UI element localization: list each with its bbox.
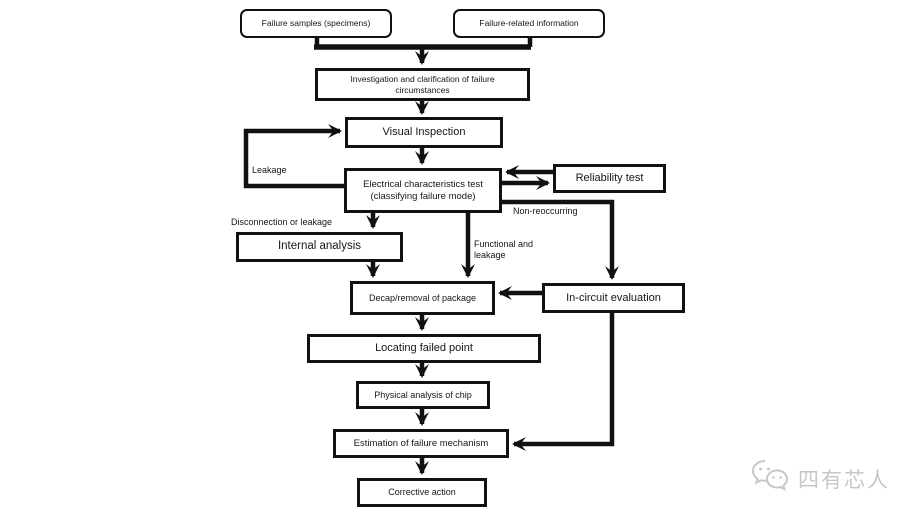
node-failure-samples-label: Failure samples (specimens) bbox=[261, 18, 371, 29]
node-estimation-label: Estimation of failure mechanism bbox=[353, 437, 489, 449]
node-internal-analysis: Internal analysis bbox=[236, 232, 403, 262]
node-investigation-line2: circumstances bbox=[395, 84, 450, 95]
node-reliability-test: Reliability test bbox=[553, 164, 666, 193]
edge-label-functional-and-leakage: Functional and leakage bbox=[474, 239, 554, 261]
edge-label-functional-line2: leakage bbox=[474, 249, 506, 260]
node-corrective-action: Corrective action bbox=[357, 478, 487, 507]
node-visual-inspection: Visual Inspection bbox=[345, 117, 503, 148]
wechat-icon bbox=[750, 459, 791, 499]
node-in-circuit-evaluation-label: In-circuit evaluation bbox=[566, 291, 661, 304]
node-physical-analysis-label: Physical analysis of chip bbox=[374, 389, 472, 400]
edge-label-non-reoccurring: Non-reoccurring bbox=[513, 206, 578, 216]
node-failure-related-information: Failure-related information bbox=[453, 9, 605, 38]
node-locating-failed-point-label: Locating failed point bbox=[375, 342, 473, 355]
node-in-circuit-evaluation: In-circuit evaluation bbox=[542, 283, 685, 313]
node-investigation-line1: Investigation and clarification of failu… bbox=[350, 74, 495, 85]
node-failure-related-information-label: Failure-related information bbox=[479, 18, 579, 29]
node-decap-label: Decap/removal of package bbox=[368, 292, 477, 303]
edge-label-disconnection-or-leakage: Disconnection or leakage bbox=[231, 217, 333, 227]
node-electrical-characteristics-test: Electrical characteristics test (classif… bbox=[344, 168, 502, 213]
node-locating-failed-point: Locating failed point bbox=[307, 334, 541, 363]
edge-label-leakage: Leakage bbox=[252, 165, 287, 175]
node-internal-analysis-label: Internal analysis bbox=[277, 240, 362, 253]
node-estimation-of-failure-mechanism: Estimation of failure mechanism bbox=[333, 429, 509, 458]
node-investigation: Investigation and clarification of failu… bbox=[315, 68, 530, 101]
edge-incircuit-to-estimation bbox=[512, 313, 615, 451]
node-physical-analysis-of-chip: Physical analysis of chip bbox=[356, 381, 490, 409]
node-reliability-test-label: Reliability test bbox=[575, 172, 644, 185]
edge-label-functional-line1: Functional and bbox=[474, 239, 534, 249]
node-decap-removal-of-package: Decap/removal of package bbox=[350, 281, 495, 315]
node-electrical-line1: Electrical characteristics test bbox=[363, 179, 483, 191]
edge-nonreoccurring-to-incircuit bbox=[502, 199, 619, 280]
node-electrical-line2: (classifying failure mode) bbox=[370, 190, 476, 202]
node-corrective-action-label: Corrective action bbox=[388, 487, 456, 498]
node-visual-inspection-label: Visual Inspection bbox=[382, 126, 466, 139]
edge-leakage-loop bbox=[243, 124, 344, 189]
watermark: 四有芯人 bbox=[750, 459, 890, 499]
node-failure-samples: Failure samples (specimens) bbox=[240, 9, 392, 38]
watermark-text: 四有芯人 bbox=[798, 469, 890, 492]
